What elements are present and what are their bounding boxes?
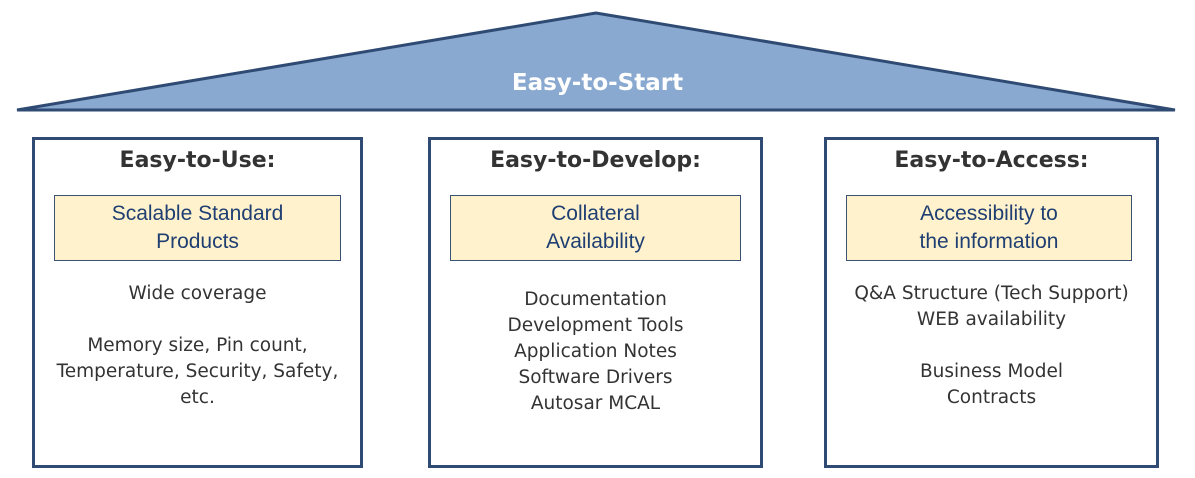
- text-line: Application Notes: [514, 341, 677, 362]
- pillar-title: Easy-to-Develop:: [490, 148, 701, 173]
- text-line: Memory size, Pin count,: [87, 335, 308, 356]
- text-line: Business Model: [919, 361, 1063, 382]
- text-line: WEB availability: [916, 309, 1067, 330]
- highlight-line: Accessibility to: [920, 202, 1058, 225]
- roof-label: Easy-to-Start: [511, 70, 684, 96]
- pillar-text: Documentation Development Tools Applicat…: [431, 287, 760, 417]
- text-line: Software Drivers: [518, 367, 673, 388]
- highlight-line: the information: [919, 230, 1059, 253]
- text-line: Wide coverage: [128, 283, 267, 304]
- highlight-line: Scalable Standard: [111, 202, 284, 225]
- highlight-line: Collateral: [551, 202, 640, 225]
- pillar-text: Wide coverage Memory size, Pin count, Te…: [35, 281, 360, 411]
- pillar-title: Easy-to-Use:: [119, 148, 276, 173]
- text-line: [827, 333, 1156, 359]
- highlight-box: Accessibility to the information: [846, 195, 1132, 261]
- text-line: Q&A Structure (Tech Support): [854, 283, 1129, 304]
- pillar-text: Q&A Structure (Tech Support) WEB availab…: [827, 281, 1156, 411]
- text-line: Documentation: [524, 289, 667, 310]
- text-line: Development Tools: [507, 315, 684, 336]
- text-line: etc.: [180, 387, 215, 408]
- text-line: Autosar MCAL: [530, 393, 661, 414]
- text-line: Temperature, Security, Safety,: [56, 361, 339, 382]
- pillar-easy-to-access: Easy-to-Access: Accessibility to the info…: [824, 137, 1159, 468]
- text-line: [35, 307, 360, 333]
- text-line: Contracts: [946, 387, 1037, 408]
- highlight-line: Availability: [546, 230, 645, 253]
- pillar-title: Easy-to-Access:: [894, 148, 1089, 173]
- highlight-line: Products: [156, 230, 239, 253]
- roof-triangle: [16, 11, 1176, 112]
